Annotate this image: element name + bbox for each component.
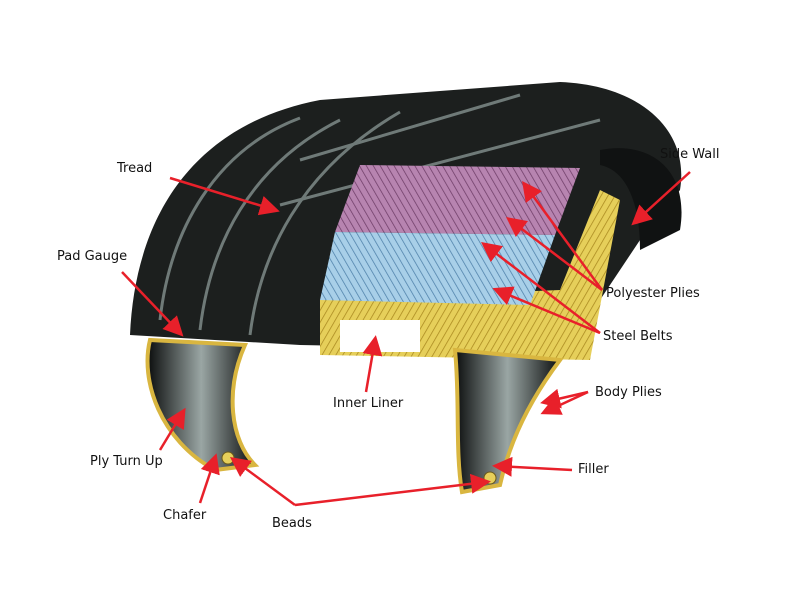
steel-belts-arrow [481, 241, 601, 334]
body-plies-arrow [540, 390, 589, 415]
left-bead [221, 451, 235, 465]
right-sidewall [452, 347, 564, 495]
label-steel-belts: Steel Belts [603, 329, 673, 344]
label-filler: Filler [578, 462, 609, 477]
inner-liner-arrow [362, 335, 383, 393]
beads-arrow [229, 457, 296, 507]
pad-gauge-arrow [121, 271, 184, 337]
polyester-plies-layer [335, 165, 580, 235]
label-tread: Tread [117, 161, 153, 176]
body-ply-layer [320, 190, 620, 360]
left-sidewall [145, 337, 260, 473]
label-beads: Beads [272, 516, 312, 531]
label-side-wall: Side Wall [660, 147, 720, 162]
beads-arrow [294, 473, 491, 507]
label-body-plies: Body Plies [595, 385, 662, 400]
filler-arrow [492, 456, 573, 477]
body-plies-arrow [540, 388, 589, 409]
steel-belts-arrow [492, 286, 601, 335]
inner-liner-area [340, 320, 420, 352]
label-ply-turn-up: Ply Turn Up [90, 454, 163, 469]
side-wall [600, 148, 682, 250]
label-chafer: Chafer [163, 508, 207, 523]
ply-turn-up-arrow [158, 407, 186, 451]
polyester-plies-arrow [506, 216, 603, 291]
tread-arrow [169, 176, 280, 216]
label-inner-liner: Inner Liner [333, 396, 404, 411]
chafer-arrow [198, 453, 220, 504]
polyester-plies-arrow [522, 180, 604, 291]
side-wall-arrow [631, 171, 691, 226]
label-pad-gauge: Pad Gauge [57, 249, 128, 264]
steel-belts-layer [320, 232, 555, 305]
label-polyester-plies: Polyester Plies [606, 286, 700, 301]
